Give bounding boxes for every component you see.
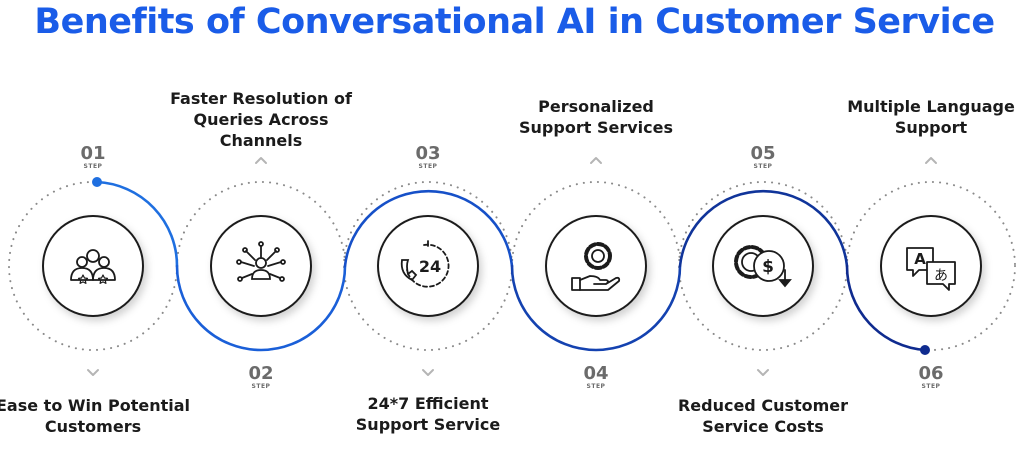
svg-text:あ: あ: [934, 268, 948, 284]
network-person-icon: [236, 241, 286, 282]
step-label-2: Faster Resolution of Queries Across Chan…: [170, 89, 352, 150]
step-label-6: Multiple Language Support: [847, 97, 1015, 137]
wave-arc-5: [678, 189, 849, 268]
step-word: STEP: [83, 163, 103, 170]
step-word: STEP: [586, 383, 606, 390]
clock-24-icon: 24: [400, 240, 450, 288]
svg-text:24: 24: [419, 257, 441, 276]
step-number-2: 02 STEP: [236, 365, 286, 391]
step-number-value: 01: [80, 143, 106, 164]
step-number-1: 01 STEP: [68, 145, 118, 171]
step-word: STEP: [251, 383, 271, 390]
step-word: STEP: [921, 383, 941, 390]
wave-end-dot: [920, 345, 930, 355]
step-label-5: Reduced Customer Service Costs: [677, 396, 849, 436]
chevron-up-icon: [925, 157, 937, 164]
wave-arc-3: [343, 189, 514, 268]
step-number-value: 03: [415, 143, 441, 164]
wave-arc-6: [845, 264, 927, 352]
step-number-5: 05 STEP: [738, 145, 788, 171]
step-label-4: Personalized Support Services: [519, 97, 673, 137]
chevron-down-icon: [87, 369, 99, 376]
gears-dollar-icon: $: [734, 245, 792, 288]
chevron-down-icon: [757, 369, 769, 376]
chevron-up-icon: [255, 157, 267, 164]
hand-gear-icon: [571, 242, 621, 291]
chevron-up-icon: [590, 157, 602, 164]
step-number-6: 06 STEP: [906, 365, 956, 391]
step-number-value: 05: [750, 143, 776, 164]
step-number-value: 04: [583, 363, 609, 384]
step-number-value: 02: [248, 363, 274, 384]
wave-arc-2: [175, 264, 347, 352]
step-label-1: Ease to Win Potential Customers: [0, 396, 190, 436]
translate-chat-icon: A あ: [906, 247, 956, 291]
wave-arc-4: [510, 264, 682, 352]
step-word: STEP: [753, 163, 773, 170]
icon-disk-1: [42, 215, 144, 317]
page-title: Benefits of Conversational AI in Custome…: [34, 2, 995, 42]
svg-text:A: A: [914, 250, 926, 268]
wave-arc-1: [95, 180, 179, 268]
step-number-4: 04 STEP: [571, 365, 621, 391]
step-label-3: 24*7 Efficient Support Service: [355, 394, 501, 434]
icon-disk-3: [377, 215, 479, 317]
step-number-value: 06: [918, 363, 944, 384]
step-word: STEP: [418, 163, 438, 170]
icon-disk-2: [210, 215, 312, 317]
chevron-down-icon: [422, 369, 434, 376]
svg-text:$: $: [762, 257, 774, 277]
users-stars-icon: [70, 249, 116, 284]
step-number-3: 03 STEP: [403, 145, 453, 171]
wave-start-dot: [92, 177, 102, 187]
